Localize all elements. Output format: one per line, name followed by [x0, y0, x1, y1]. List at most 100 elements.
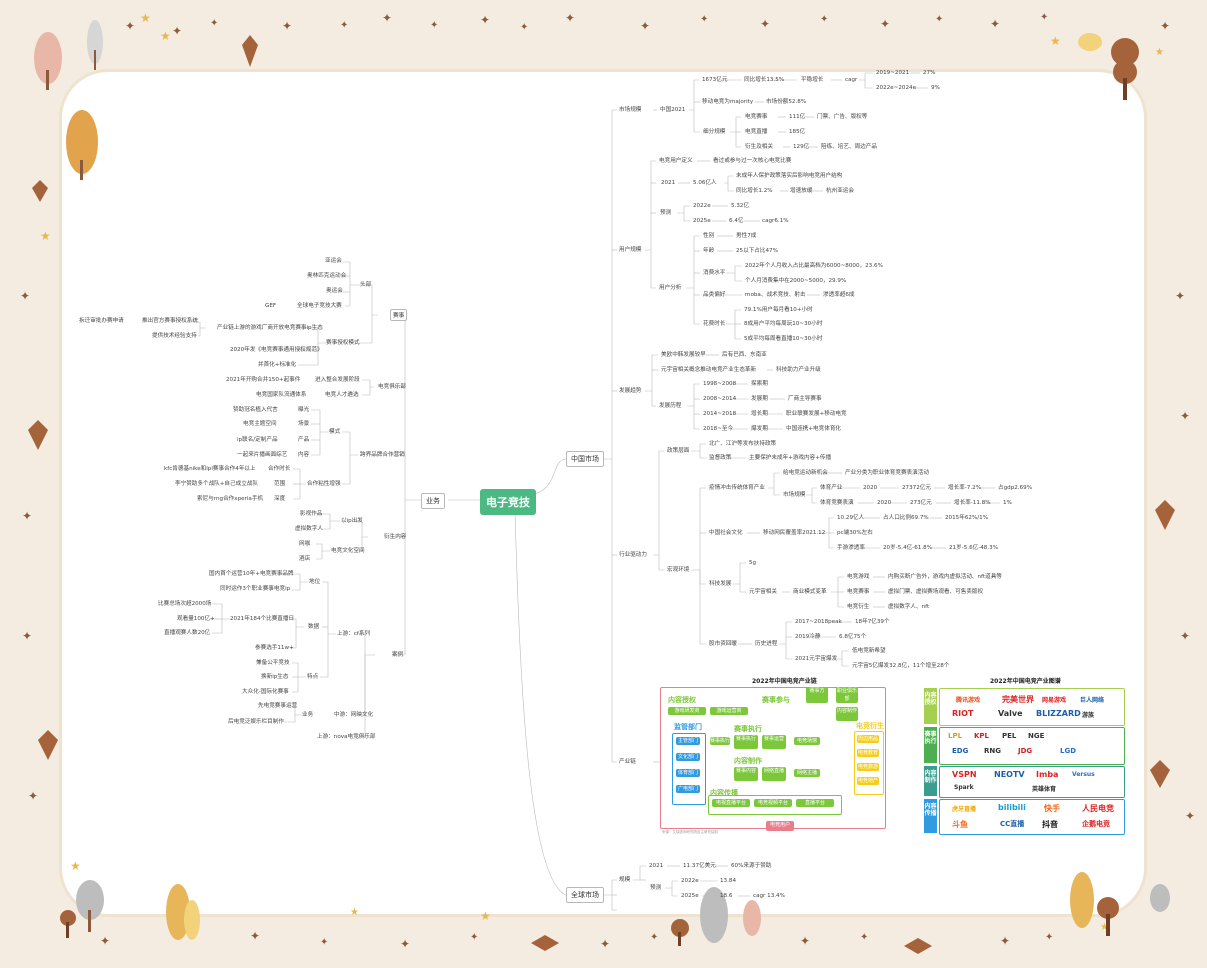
branch-china-market[interactable]: 中国市场: [566, 451, 604, 467]
node-h1b[interactable]: 合作时长: [268, 466, 291, 472]
node-l4b[interactable]: 爆发期: [751, 426, 768, 432]
node-zhongyou[interactable]: 中游：网映文化: [334, 712, 374, 718]
node-dj-zb[interactable]: 电竞直播: [745, 129, 768, 135]
node-sq1[interactable]: 产业链上游的游戏厂商开放电竞赛事ip生态: [217, 325, 323, 331]
node-hf-a[interactable]: 79.1%用户每月看10+小时: [744, 307, 813, 313]
node-yx-d[interactable]: 内购买断广告外，游戏内虚拟活动、nft道具等: [888, 574, 1002, 580]
node-zb[interactable]: 市场份额52.8%: [766, 99, 807, 105]
node-ty-v[interactable]: 27372亿元: [902, 485, 931, 491]
node-toubu[interactable]: 头部: [360, 282, 372, 288]
node-gyc[interactable]: 预测: [650, 885, 662, 891]
node-sq1a[interactable]: 拆迁审批办赛申请: [79, 318, 124, 324]
node-g25v[interactable]: 18.6: [720, 893, 733, 899]
node-ssz-d[interactable]: 虚拟门票、虚拟赛场观看、可售卖版权: [888, 589, 984, 595]
node-hyqd[interactable]: 行业驱动力: [619, 552, 647, 558]
node-kjfz[interactable]: 科技发展: [709, 581, 732, 587]
node-w1c[interactable]: 2015年62%/1%: [945, 515, 989, 521]
node-u-a[interactable]: 未成年人保护政策落实后影响电竞用户结构: [736, 173, 843, 179]
node-ty-g[interactable]: 增长率-7.2%: [948, 485, 982, 491]
node-hgfj[interactable]: 宏观环境: [667, 567, 690, 573]
node-m4[interactable]: 一起来片播画面综艺: [237, 452, 288, 458]
node-club1b[interactable]: 进入整合发展阶段: [315, 377, 360, 383]
node-p9[interactable]: 9%: [931, 85, 940, 91]
node-z1[interactable]: 先电竞赛事运营: [258, 703, 298, 709]
node-scgm2[interactable]: 市场规模: [783, 492, 806, 498]
node-sq2[interactable]: 2020年发《电竞赛事通用授权规范》: [230, 347, 323, 353]
b3-box[interactable]: 内容制作: [836, 707, 858, 721]
node-moshi[interactable]: 模式: [329, 429, 341, 435]
node-s1a[interactable]: 比赛总场次超2000场: [158, 601, 212, 607]
node-anli[interactable]: 案例: [392, 652, 404, 658]
node-j2b[interactable]: 6.8亿75个: [839, 634, 867, 640]
node-h3b[interactable]: 深度: [274, 496, 286, 502]
node-diwei[interactable]: 地位: [309, 579, 321, 585]
node-j1[interactable]: 2017~2018peak: [795, 619, 842, 625]
d1-box[interactable]: 赛事内容: [734, 767, 758, 781]
node-ucagr[interactable]: cagr6.1%: [762, 218, 789, 224]
node-yq[interactable]: 疫情冲击传统体育产业: [709, 485, 765, 491]
node-tyss-g[interactable]: 增长率-11.8%: [954, 500, 991, 506]
node-m1[interactable]: 赞助冠名植入代言: [233, 407, 278, 413]
node-m2b[interactable]: 场景: [298, 421, 310, 427]
node-q2[interactable]: 元宇宙相关概念推动电竞产业生态革新: [661, 367, 757, 373]
node-hf[interactable]: 花费时长: [703, 321, 726, 327]
f1-box[interactable]: 周边用品: [857, 735, 879, 743]
node-zc2b[interactable]: 主要保护未成年+游戏内容+传播: [749, 455, 832, 461]
node-ywh[interactable]: 电竞文化空间: [331, 548, 365, 554]
node-w3b[interactable]: 20岁-5,4亿-61.8%: [883, 545, 933, 551]
node-s1[interactable]: 2021年184个比赛直播日: [230, 616, 295, 622]
node-tedian[interactable]: 特点: [307, 674, 319, 680]
node-club2[interactable]: 电竞国家队流通体系: [256, 392, 307, 398]
node-u22[interactable]: 2022e: [693, 203, 711, 209]
root-node[interactable]: 电子竞技: [480, 489, 536, 515]
node-club1[interactable]: 2021年开购合并150+起事件: [226, 377, 301, 383]
node-l2b[interactable]: 发展期: [751, 396, 768, 402]
node-yq1[interactable]: 给电竞运动新机会: [783, 470, 828, 476]
a1-box[interactable]: 游戏研发商: [668, 707, 706, 715]
node-v185[interactable]: 185亿: [789, 129, 806, 135]
node-t2[interactable]: 换新ip生态: [261, 674, 289, 680]
node-u-b[interactable]: 同比增长1.2%: [736, 188, 773, 194]
node-ty20[interactable]: 2020: [863, 485, 878, 491]
node-aoyunhui[interactable]: 奥林匹克运动会: [307, 273, 347, 279]
jg1-box[interactable]: 主管部门: [676, 737, 700, 745]
node-yewu-sub[interactable]: 业务: [302, 712, 314, 718]
d2-box[interactable]: 网络直播: [762, 767, 786, 781]
a2-box[interactable]: 游戏运营商: [710, 707, 748, 715]
node-ouyunhui[interactable]: 奥运会: [326, 288, 343, 294]
node-yip[interactable]: 以ip出发: [341, 518, 363, 524]
node-d1[interactable]: 国内首个运营10年+电竞赛事品牌: [209, 571, 294, 577]
node-w1b[interactable]: 占人口比例69.7%: [883, 515, 929, 521]
node-1673[interactable]: 1673亿元: [702, 77, 728, 83]
node-y3[interactable]: 网咖: [299, 541, 311, 547]
node-g2021b[interactable]: 60%来源于赞助: [731, 863, 772, 869]
node-nl[interactable]: 年龄: [703, 248, 715, 254]
node-xf-a[interactable]: 2022年个人月收入占比最高档为6000~8000，23.6%: [745, 263, 883, 269]
node-gm[interactable]: 规模: [619, 877, 631, 883]
node-sq1b[interactable]: 推出官方赛事授权系统: [142, 318, 198, 324]
node-dz-d[interactable]: 虚拟数字人、nft: [888, 604, 930, 610]
node-h3[interactable]: 索尼与rng合作xperia手机: [197, 496, 264, 502]
node-scgm[interactable]: 市场规模: [619, 107, 642, 113]
node-g2021[interactable]: 2021: [649, 863, 664, 869]
d3-box[interactable]: 网络主播: [794, 769, 820, 777]
node-j2[interactable]: 2019冷静: [795, 634, 821, 640]
node-w3c[interactable]: 21岁-5.6亿-48.3%: [949, 545, 999, 551]
node-d2[interactable]: 同时运作3个职业赛事电竞ip: [220, 586, 291, 592]
node-xf[interactable]: 消费水平: [703, 270, 726, 276]
node-yx[interactable]: 电竞游戏: [847, 574, 870, 580]
f2-box[interactable]: 电竞教育: [857, 749, 879, 757]
node-dydy-d[interactable]: 看过或参与过一次核心电竞比赛: [713, 158, 792, 164]
jg2-box[interactable]: 文化部门: [676, 753, 700, 761]
node-shouquan[interactable]: 赛事授权模式: [326, 340, 360, 346]
node-v129[interactable]: 129亿: [793, 144, 810, 150]
node-p27[interactable]: 27%: [923, 70, 936, 76]
node-l1[interactable]: 1998~2008: [703, 381, 737, 387]
node-u-d[interactable]: 杭州亚运会: [826, 188, 854, 194]
node-yayunhui[interactable]: 亚运会: [325, 258, 342, 264]
node-cagr[interactable]: cagr: [845, 77, 858, 83]
node-z2[interactable]: 后电竞泛娱乐栏目制作: [228, 719, 284, 725]
node-y4[interactable]: 酒店: [299, 556, 311, 562]
node-xb[interactable]: 性别: [703, 233, 715, 239]
node-dz[interactable]: 电竞衍生: [847, 604, 870, 610]
